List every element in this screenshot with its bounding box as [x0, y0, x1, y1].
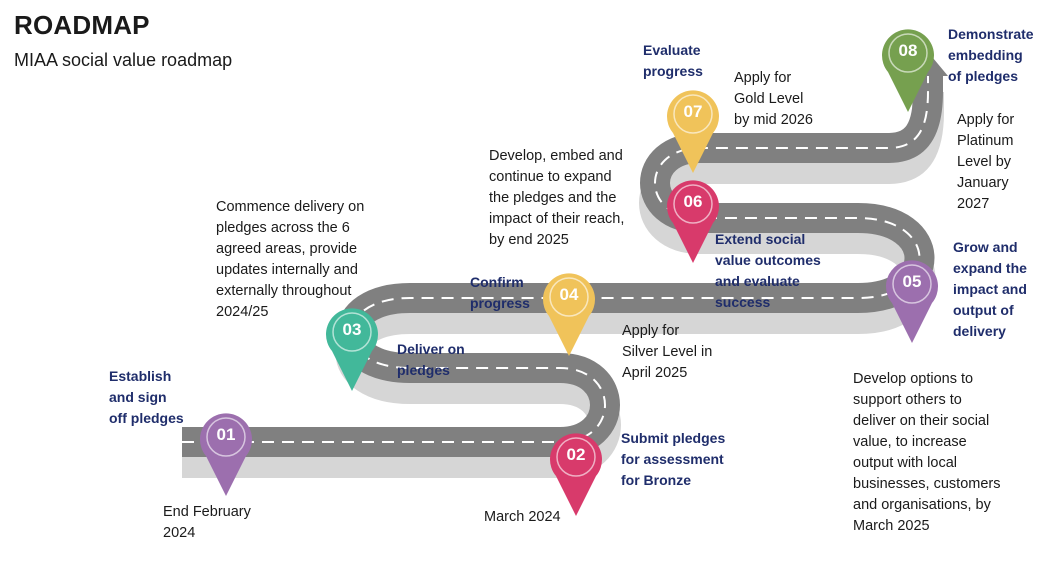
milestone-02-action: Submit pledges for assessment for Bronze — [621, 430, 726, 488]
milestone-number: 08 — [898, 41, 918, 60]
milestone-07-action: Evaluate progress — [643, 42, 703, 79]
page-subtitle: MIAA social value roadmap — [14, 50, 233, 70]
milestone-01-timing: End February 2024 — [163, 504, 251, 541]
milestone-pin-02: 02 — [548, 430, 604, 522]
milestone-02-timing: March 2024 — [484, 509, 561, 525]
map-pin-icon — [886, 260, 938, 343]
milestone-pin-06: 06 — [665, 177, 721, 269]
milestone-pin-03: 03 — [324, 305, 380, 397]
map-pin-icon — [882, 29, 934, 112]
map-pin-icon — [667, 180, 719, 263]
milestone-03-timing: Commence delivery on pledges across the … — [216, 199, 365, 320]
map-pin-icon — [550, 433, 602, 516]
milestone-number: 05 — [902, 272, 922, 291]
map-pin-icon — [667, 90, 719, 173]
milestone-01-action: Establish and sign off pledges — [109, 368, 184, 426]
milestone-number: 07 — [683, 102, 703, 121]
milestone-pin-04: 04 — [541, 270, 597, 362]
milestone-08-timing: Apply for Platinum Level by January 2027 — [957, 112, 1015, 212]
milestone-07-timing: Apply for Gold Level by mid 2026 — [734, 70, 813, 128]
milestone-05-action: Grow and expand the impact and output of… — [953, 239, 1027, 339]
milestone-08-action: Demonstrate embedding of pledges — [948, 26, 1034, 84]
map-pin-icon — [200, 413, 252, 496]
milestone-number: 01 — [216, 425, 236, 444]
milestone-pin-08: 08 — [880, 26, 936, 118]
milestone-04-action: Confirm progress — [470, 274, 530, 311]
milestone-06-action: Extend social value outcomes and evaluat… — [715, 231, 821, 310]
milestone-number: 03 — [342, 320, 362, 339]
map-pin-icon — [326, 308, 378, 391]
milestone-06-timing: Develop, embed and continue to expand th… — [489, 148, 625, 248]
page-title: ROADMAP — [14, 10, 150, 40]
map-pin-icon — [543, 273, 595, 356]
milestone-pin-05: 05 — [884, 257, 940, 349]
milestone-pin-01: 01 — [198, 410, 254, 502]
milestone-pin-07: 07 — [665, 87, 721, 179]
milestone-04-timing: Apply for Silver Level in April 2025 — [622, 323, 713, 381]
milestone-number: 06 — [683, 192, 703, 211]
milestone-03-action: Deliver on pledges — [397, 341, 465, 378]
milestone-05-timing: Develop options to support others to del… — [853, 371, 1001, 534]
milestone-number: 04 — [559, 285, 579, 304]
milestone-number: 02 — [566, 445, 586, 464]
